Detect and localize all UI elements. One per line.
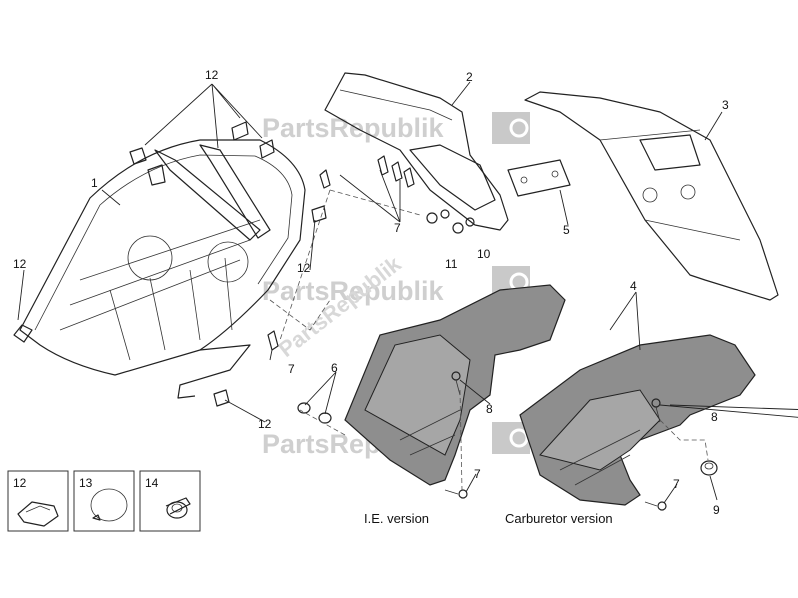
callout-12: 12 bbox=[258, 417, 272, 431]
legend-box-12: 12 bbox=[7, 470, 69, 532]
legend-box-14: 14 bbox=[139, 470, 201, 532]
callout-3: 3 bbox=[722, 98, 729, 112]
callout-9: 9 bbox=[713, 503, 720, 517]
callout-8: 8 bbox=[711, 410, 718, 424]
part-1-rear-mudguard bbox=[13, 121, 327, 407]
part-7-screw-left bbox=[267, 330, 279, 351]
callout-4: 4 bbox=[630, 279, 637, 293]
part-7-screw-ie bbox=[444, 489, 468, 499]
legend-box-13: 13 bbox=[73, 470, 135, 532]
part-3-rear-cover bbox=[524, 91, 779, 301]
part-8-screw-carb bbox=[651, 398, 661, 423]
callout-7: 7 bbox=[394, 221, 401, 235]
part-4-carburetor-cover bbox=[519, 334, 756, 506]
callout-12: 12 bbox=[297, 261, 311, 275]
caption-ie-version: I.E. version bbox=[364, 511, 429, 526]
callout-7: 7 bbox=[474, 467, 481, 481]
callout-12: 12 bbox=[13, 257, 27, 271]
legend-number-12: 12 bbox=[13, 476, 27, 490]
watermark-text: PartsRepublik bbox=[262, 113, 445, 143]
callout-11: 11 bbox=[445, 257, 458, 271]
callout-2: 2 bbox=[466, 70, 473, 84]
part-8-screw-ie bbox=[451, 371, 461, 396]
gear-icon bbox=[492, 112, 530, 144]
watermark-top: PartsRepublik bbox=[262, 112, 530, 144]
callout-7: 7 bbox=[288, 362, 295, 376]
part-2-plate-holder bbox=[319, 72, 509, 231]
callout-5: 5 bbox=[563, 223, 570, 237]
part-9-grommet bbox=[700, 460, 718, 476]
caption-carburetor-version: Carburetor version bbox=[505, 511, 613, 526]
legend-number-14: 14 bbox=[145, 476, 159, 490]
part-7-screw-carb bbox=[644, 501, 667, 511]
assembly-lines bbox=[269, 189, 709, 491]
callout-7: 7 bbox=[673, 477, 680, 491]
watermark-text: PartsRepublik bbox=[262, 276, 445, 306]
callout-10: 10 bbox=[477, 247, 491, 261]
leader-lines bbox=[17, 81, 798, 504]
part-6-washers bbox=[297, 402, 332, 424]
callout-labels: 12 1 12 2 3 7 5 10 11 12 4 7 6 8 8 12 7 … bbox=[13, 68, 729, 517]
callout-6: 6 bbox=[331, 361, 338, 375]
legend-number-13: 13 bbox=[79, 476, 93, 490]
part-5-reflector bbox=[507, 159, 571, 197]
part-10-nuts bbox=[426, 209, 475, 234]
callout-12: 12 bbox=[205, 68, 219, 82]
callout-1: 1 bbox=[91, 176, 98, 190]
callout-8: 8 bbox=[486, 402, 493, 416]
part-4-ie-cover bbox=[344, 284, 566, 486]
